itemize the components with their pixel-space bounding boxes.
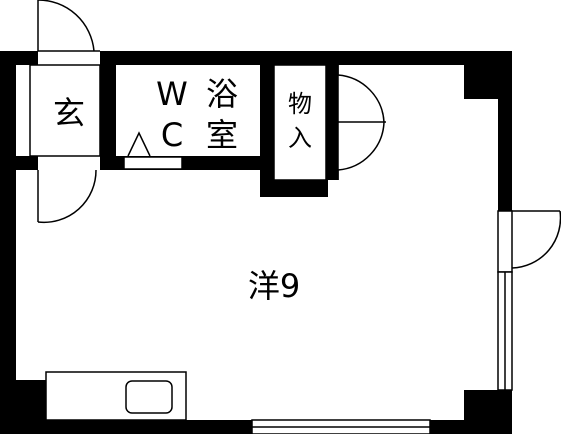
right-window [497, 271, 513, 391]
entrance-door [37, 0, 100, 52]
wc-bath-area [116, 65, 260, 156]
entrance-area [38, 65, 100, 156]
wall-bath-storage [260, 51, 274, 197]
room-label-bath-1: 浴 [206, 75, 238, 113]
storage-closet [273, 64, 327, 181]
room-label-storage-2: 入 [288, 124, 312, 152]
post-top-right [464, 65, 498, 99]
wall-entrance-wc [100, 51, 116, 169]
post-bottom-left [16, 380, 46, 420]
room-label-wc-c: C [161, 116, 183, 154]
right-wall-upper [498, 51, 512, 211]
entrance-inner-door [37, 169, 97, 224]
room-label-wc-w: W [156, 75, 188, 113]
entrance-outline [29, 64, 101, 157]
room-label-storage-1: 物 [288, 90, 312, 118]
wall-storage-right [326, 65, 338, 180]
wall-storage-bottom [260, 180, 328, 197]
wc-fixture [123, 131, 183, 170]
room-label-bath-2: 室 [206, 116, 238, 154]
room-label-entrance: 玄 [53, 94, 85, 132]
left-wall [0, 51, 16, 434]
kitchen-counter [45, 371, 187, 421]
bottom-wall-right [430, 420, 512, 434]
storage-doors [337, 65, 386, 180]
wall-entrance-stub [16, 156, 38, 170]
top-wall [100, 51, 512, 65]
sink-icon [125, 380, 173, 414]
bottom-wall-left [0, 420, 252, 434]
room-label-western: 洋9 [248, 267, 300, 305]
post-bottom-right [464, 390, 498, 420]
bottom-window [251, 419, 431, 434]
